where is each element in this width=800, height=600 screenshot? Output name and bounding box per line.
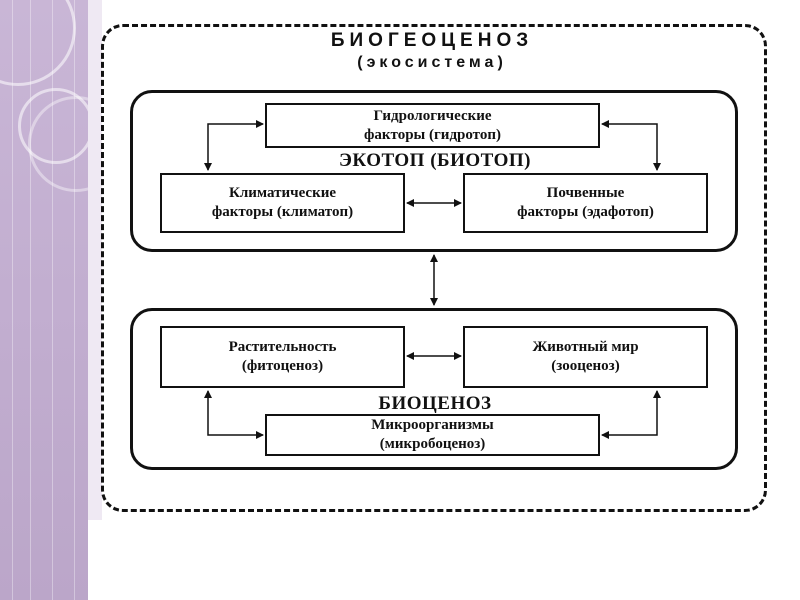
ecotope-label: ЭКОТОП (БИОТОП) — [339, 150, 531, 171]
animal-world-line1: Животный мир — [532, 339, 639, 355]
decorative-strip — [88, 0, 102, 520]
diagram-subtitle: (экосистема) — [357, 54, 507, 71]
hydrological-factors-line2: факторы (гидротоп) — [364, 126, 501, 143]
soil-factors-line2: факторы (эдафотоп) — [517, 204, 654, 220]
biocenosis-label: БИОЦЕНОЗ — [378, 393, 492, 414]
arrow-hydro-climate — [204, 120, 264, 171]
biocenosis-frame — [130, 308, 738, 470]
ecotope-frame — [130, 90, 738, 252]
microorganisms-box: Микроорганизмы (микробоценоз) — [265, 414, 600, 456]
vegetation-line1: Растительность — [228, 339, 337, 355]
animal-world-line2: (зооценоз) — [551, 358, 620, 374]
arrow-animals-microbes — [601, 390, 661, 439]
diagram-title: БИОГЕОЦЕНОЗ — [330, 30, 534, 51]
climatic-factors-line1: Климатические — [228, 185, 337, 201]
climatic-factors-line2: факторы (климатоп) — [211, 204, 354, 220]
arrow-hydro-soil — [601, 120, 661, 171]
decorative-ring-icon — [28, 96, 124, 192]
arrow-plants-microbes — [204, 390, 264, 439]
vegetation-box: Растительность (фитоценоз) — [160, 326, 405, 388]
soil-factors-box: Почвенные факторы (эдафотоп) — [463, 173, 708, 233]
animal-world-box: Животный мир (зооценоз) — [463, 326, 708, 388]
hydrological-factors-box: Гидрологические факторы (гидротоп) — [265, 103, 600, 148]
microorganisms-line1: Микроорганизмы — [371, 417, 494, 433]
soil-factors-line1: Почвенные — [546, 185, 625, 201]
hydrological-factors-line1: Гидрологические — [373, 107, 492, 124]
vegetation-line2: (фитоценоз) — [241, 358, 324, 374]
climatic-factors-box: Климатические факторы (климатоп) — [160, 173, 405, 233]
microorganisms-line2: (микробоценоз) — [379, 436, 486, 452]
biogeocenosis-frame — [101, 24, 767, 512]
decorative-sidebar — [0, 0, 124, 600]
